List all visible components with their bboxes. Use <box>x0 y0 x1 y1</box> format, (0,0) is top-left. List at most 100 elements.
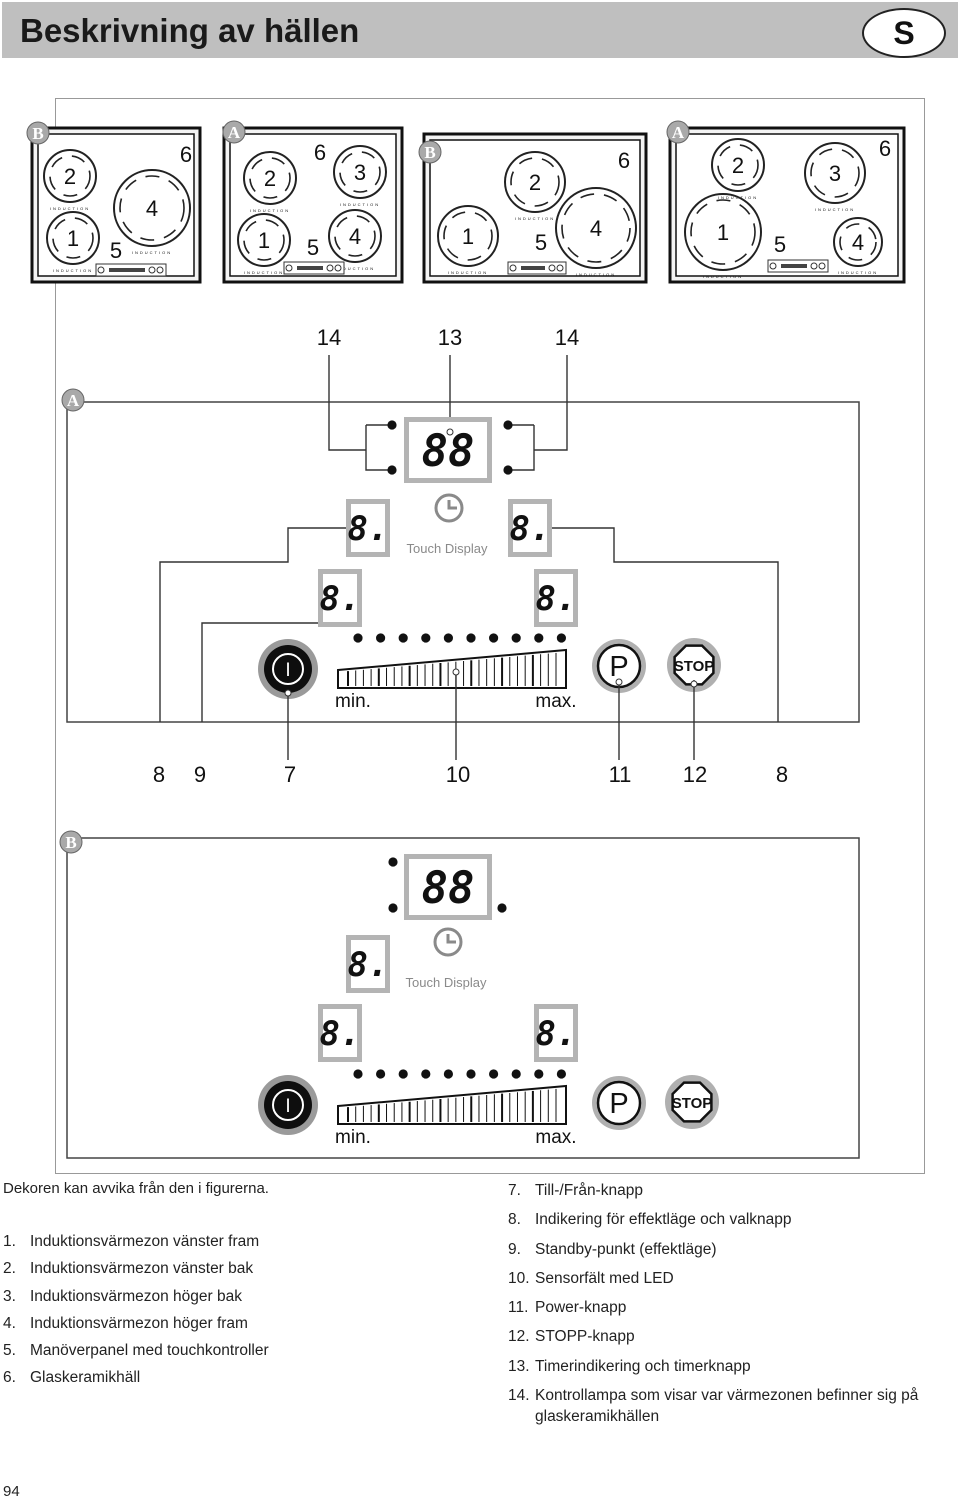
callout-10-dot <box>452 668 460 676</box>
callout-8-right-line <box>552 527 779 722</box>
timer-clock-icon-a <box>434 493 464 523</box>
hob-4-badge-letter: A <box>672 123 685 142</box>
slider-led-a <box>489 633 499 643</box>
hob-4-label-6: 6 <box>879 136 891 161</box>
hob-1-zone-1 <box>46 211 100 265</box>
callout-14-left: 14 <box>317 325 341 350</box>
language-badge: S <box>862 8 946 58</box>
callout-bottom-10: 10 <box>446 762 470 787</box>
hob-3-zone-4-inner <box>561 193 631 263</box>
p-button-b-face <box>596 1080 642 1126</box>
zone-display-a-front-left-digits: 8. <box>320 579 361 619</box>
touch-display-label-a: Touch Display <box>407 541 488 556</box>
zone-display-a-rear-right-digits: 8. <box>510 509 551 549</box>
hob-2-zone-1-number: 1 <box>258 228 270 253</box>
zone-display-a-rear-left-digits: 8. <box>348 509 389 549</box>
figure-caption: Dekoren kan avvika från den i figurerna. <box>3 1180 269 1197</box>
hob-2-zone-4 <box>328 209 382 263</box>
hob-3-zone-1 <box>437 205 499 267</box>
hob-3-zone-2-number: 2 <box>529 170 541 195</box>
hob-1-label-5: 5 <box>110 238 122 263</box>
hob-3-zone-4-number: 4 <box>590 216 602 241</box>
legend-item: 8.Indikering för effektläge och valknapp <box>508 1211 792 1229</box>
hob-2-panel-stop <box>334 264 342 272</box>
page-number: 94 <box>3 1483 20 1500</box>
callout-bottom-8: 8 <box>776 762 788 787</box>
hob-2-zone-1 <box>237 213 291 267</box>
hob-1-panel-slider <box>109 268 145 272</box>
callout-12-dot <box>690 680 698 688</box>
hob-1-badge-letter: B <box>32 124 43 143</box>
legend-left: 1.Induktionsvärmezon vänster fram 2.Indu… <box>3 1233 443 1397</box>
hob-4-panel-p <box>810 262 818 270</box>
hob-1-zone-2-induction-text: INDUCTION <box>50 206 90 211</box>
hob-3-badge <box>418 140 442 164</box>
p-button-b-label: P <box>609 1088 628 1120</box>
hob-4-panel-power <box>769 262 777 270</box>
legend-item: 3.Induktionsvärmezon höger bak <box>3 1287 242 1305</box>
power-button-b-face <box>264 1081 312 1129</box>
hob-3-zone-1-induction-text: INDUCTION <box>448 270 488 275</box>
hob-2-zone-4-induction-text: INDUCTION <box>335 266 375 271</box>
zone-led <box>503 465 513 475</box>
hob-1-zone-4 <box>113 169 191 247</box>
panel-a-badge-letter: A <box>67 391 80 410</box>
hob-3-zone-2-inner <box>510 157 560 207</box>
slider-b <box>337 1084 567 1125</box>
timer-clock-icon-b-hands <box>446 934 456 944</box>
zone-led <box>503 420 513 430</box>
hob-1-badge <box>26 121 50 145</box>
hob-2-glass <box>229 133 397 277</box>
p-button-a-label: P <box>609 651 628 683</box>
hob-3-glass <box>429 139 641 277</box>
stop-button-a-label: STOP <box>674 658 715 675</box>
min-label-b: min. <box>335 1127 371 1148</box>
slider-a <box>337 648 567 689</box>
legend-item: 6.Glaskeramikhäll <box>3 1369 141 1387</box>
timer-display-b-digits: 88 <box>422 863 475 914</box>
hob-4-zone-4-induction-text: INDUCTION <box>838 270 878 275</box>
slider-led-a <box>398 633 408 643</box>
hob-3-zone-4 <box>555 187 637 269</box>
slider-led-b <box>534 1069 544 1079</box>
zone-display-b-front-right-digits: 8. <box>536 1014 577 1054</box>
hob-1-panel-power <box>97 266 105 274</box>
hob-1-zone-4-induction-text: INDUCTION <box>132 250 172 255</box>
slider-led-b <box>556 1069 567 1079</box>
hob-1-zone-1-inner <box>52 217 94 259</box>
legend-item: 12.STOPP-knapp <box>508 1328 635 1346</box>
slider-led-a <box>511 633 521 643</box>
hob-3-zone-4-induction-text: INDUCTION <box>576 272 616 277</box>
hob-2-zone-2 <box>243 151 297 205</box>
legend-right: 7.Till-/Från-knapp 8.Indikering för effe… <box>508 1180 938 1427</box>
hob-4-zone-3-inner <box>810 148 860 198</box>
hob-4-zone-4-number: 4 <box>852 230 864 255</box>
hob-4-panel-stop <box>818 262 826 270</box>
slider-led-b <box>398 1069 408 1079</box>
hob-2-zone-4-number: 4 <box>349 224 361 249</box>
hob-3-badge-letter: B <box>424 143 435 162</box>
hob-4-zone-1 <box>684 193 762 271</box>
legend-item: 5.Manöverpanel med touchkontroller <box>3 1342 269 1360</box>
hob-4-zone-1-number: 1 <box>717 220 729 245</box>
hob-4-zone-1-inner <box>690 199 756 265</box>
legend-item: 13.Timerindikering och timerknapp <box>508 1357 751 1375</box>
slider-led-a <box>443 633 453 643</box>
touch-display-label-b: Touch Display <box>406 975 487 990</box>
panel-b-badge <box>59 830 83 854</box>
hob-1-zone-1-number: 1 <box>67 226 79 251</box>
max-label-b: max. <box>535 1127 576 1148</box>
slider-led-a <box>353 633 363 643</box>
timer-clock-icon-a-hands <box>447 500 457 510</box>
hob-2-zone-1-inner <box>243 219 285 261</box>
hob-3-panel-power <box>509 264 517 272</box>
hob-2-zone-4-inner <box>334 215 376 257</box>
slider-led-a <box>376 633 386 643</box>
timer-display-b-screen <box>409 859 487 915</box>
hob-2-label-6: 6 <box>314 140 326 165</box>
panel-a-badge <box>61 388 85 412</box>
slider-led-a <box>556 633 567 643</box>
slider-led-a <box>421 633 431 643</box>
hob-4-zone-3-number: 3 <box>829 161 841 186</box>
